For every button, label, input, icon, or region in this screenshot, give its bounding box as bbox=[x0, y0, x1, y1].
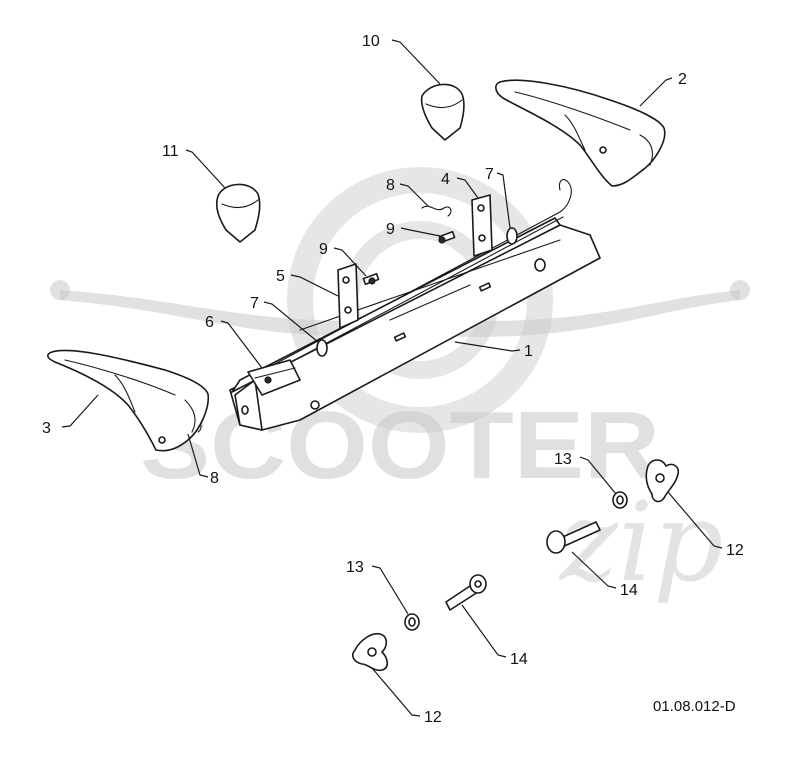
part-8-spring-upper bbox=[421, 205, 452, 217]
part-9-screw-upper bbox=[438, 230, 456, 244]
watermark: SCOOTER zip bbox=[50, 167, 750, 606]
part-14-bolt-left bbox=[445, 574, 487, 611]
part-13-nut-right bbox=[612, 491, 628, 509]
callout-14-right: 14 bbox=[620, 582, 638, 599]
callout-1: 1 bbox=[524, 343, 533, 360]
part-7-bushing-left bbox=[316, 339, 328, 357]
callout-2: 2 bbox=[678, 71, 687, 88]
part-10-knob bbox=[420, 83, 465, 141]
callout-6: 6 bbox=[205, 314, 214, 331]
callout-4: 4 bbox=[441, 171, 450, 188]
part-12-star-knob-right bbox=[645, 459, 680, 503]
callout-14-left: 14 bbox=[510, 651, 528, 668]
part-11-knob bbox=[215, 183, 261, 243]
part-1-seat-rail bbox=[229, 217, 601, 431]
part-4-bracket bbox=[471, 194, 493, 257]
part-2-handle-right bbox=[495, 79, 666, 187]
callout-5: 5 bbox=[276, 268, 285, 285]
callout-3: 3 bbox=[42, 420, 51, 437]
diagram-reference-code: 01.08.012-D bbox=[653, 698, 736, 715]
watermark-text: SCOOTER bbox=[140, 392, 660, 499]
part-3-handle-left bbox=[47, 349, 210, 452]
part-14-bolt-right bbox=[546, 521, 601, 554]
callout-9-lower: 9 bbox=[319, 241, 328, 258]
callout-12-right: 12 bbox=[726, 542, 744, 559]
callout-7-right: 7 bbox=[485, 166, 494, 183]
part-5-bracket bbox=[337, 263, 359, 329]
callout-13-right: 13 bbox=[554, 451, 572, 468]
callout-8-lower: 8 bbox=[210, 470, 219, 487]
callout-7-left: 7 bbox=[250, 295, 259, 312]
callout-11: 11 bbox=[162, 143, 179, 160]
callout-8-upper: 8 bbox=[386, 177, 395, 194]
callout-10: 10 bbox=[362, 33, 380, 50]
watermark-script: zip bbox=[558, 478, 724, 606]
callout-9-upper: 9 bbox=[386, 221, 395, 238]
part-7-bushing-right bbox=[506, 227, 518, 245]
part-6-linkage bbox=[247, 359, 301, 396]
leader-lines bbox=[61, 39, 723, 717]
callout-12-left: 12 bbox=[424, 709, 442, 726]
part-12-star-knob-left bbox=[352, 632, 389, 672]
callout-13-left: 13 bbox=[346, 559, 364, 576]
callout-labels: 1 2 3 4 5 6 7 7 8 8 9 9 10 11 12 12 13 1… bbox=[42, 33, 744, 726]
part-9-screw-lower bbox=[362, 272, 380, 286]
part-13-nut-left bbox=[404, 613, 420, 631]
